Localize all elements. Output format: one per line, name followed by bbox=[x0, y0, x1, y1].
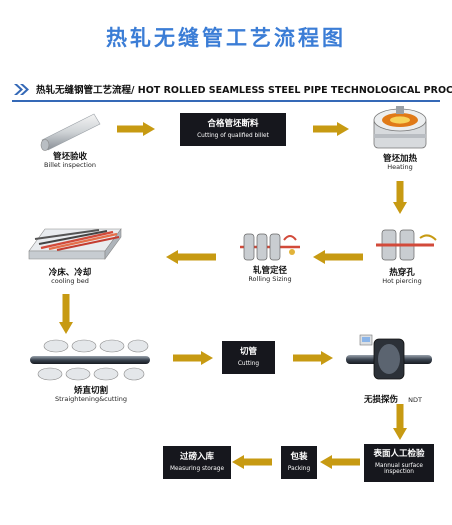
step-label-en: Cutting of qualified billet bbox=[197, 132, 269, 139]
page-title: 热轧无缝管工艺流程图 bbox=[106, 25, 346, 50]
arrow-left-icon bbox=[232, 455, 272, 469]
step-label-zh: 合格管坯断料 bbox=[207, 118, 259, 129]
subtitle: 热轧无缝钢管工艺流程/ HOT ROLLED SEAMLESS STEEL PI… bbox=[36, 85, 452, 96]
step-label-en: Hot piercing bbox=[382, 277, 422, 286]
step-label-en: Billet inspection bbox=[44, 161, 96, 170]
step-label-en: NDT bbox=[408, 396, 422, 404]
arrow-left-icon bbox=[320, 455, 360, 469]
step-manual-inspection: 表面人工检验 Mannual surface inspection bbox=[364, 444, 434, 482]
step-billet-inspection: 管坯验收 Billet inspection bbox=[30, 152, 110, 170]
step-label-en: Cutting bbox=[237, 360, 260, 367]
step-label-en: Rolling Sizing bbox=[248, 275, 292, 284]
arrow-down-icon bbox=[393, 181, 407, 214]
billet-image bbox=[40, 113, 101, 151]
step-label-en: Measuring storage bbox=[169, 465, 225, 472]
step-label-en: Packing bbox=[287, 465, 311, 472]
step-label-zh: 矫直切割 bbox=[73, 386, 108, 396]
step-label-zh: 表面人工检验 bbox=[373, 448, 425, 459]
step-storage: 过磅入库 Measuring storage bbox=[163, 446, 231, 479]
step-label-zh: 切管 bbox=[239, 346, 257, 357]
step-label-zh: 无损探伤 bbox=[364, 395, 399, 405]
heating-furnace-image bbox=[373, 106, 427, 149]
arrow-right-icon bbox=[173, 351, 213, 365]
arrow-right-icon bbox=[293, 351, 333, 365]
step-label-en: Mannual surface inspection bbox=[374, 462, 423, 476]
subtitle-rule bbox=[12, 82, 440, 102]
cooling-bed-image bbox=[28, 228, 122, 260]
arrow-right-icon bbox=[313, 122, 349, 136]
arrow-down-icon bbox=[59, 294, 73, 334]
step-rolling-sizing: 轧管定径 Rolling Sizing bbox=[230, 266, 310, 284]
step-packing: 包装 Packing bbox=[281, 446, 317, 479]
step-label-en: Straightening&cutting bbox=[54, 395, 127, 404]
step-cooling-bed: 冷床、冷却 cooling bed bbox=[30, 268, 110, 286]
step-cutting-billet: 合格管坯断料 Cutting of qualified billet bbox=[180, 113, 286, 146]
ndt-image bbox=[346, 334, 432, 380]
step-label-zh: 冷床、冷却 bbox=[48, 268, 92, 278]
step-ndt: 无损探伤 NDT bbox=[358, 387, 428, 406]
step-label-en: Heating bbox=[387, 163, 413, 172]
step-label-en: cooling bed bbox=[51, 277, 89, 286]
step-cutting: 切管 Cutting bbox=[222, 341, 275, 374]
rolling-sizing-image bbox=[240, 233, 300, 261]
piercing-image bbox=[376, 229, 437, 261]
step-label-zh: 包装 bbox=[290, 451, 308, 462]
step-straightening: 矫直切割 Straightening&cutting bbox=[46, 386, 136, 404]
arrow-right-icon bbox=[117, 122, 155, 136]
chevron-right-icon bbox=[14, 84, 29, 95]
step-label-zh: 热穿孔 bbox=[389, 268, 415, 278]
arrow-left-icon bbox=[166, 250, 216, 264]
step-label-zh: 管坯加热 bbox=[382, 154, 417, 164]
straightening-image bbox=[30, 339, 150, 381]
step-label-zh: 过磅入库 bbox=[179, 451, 214, 462]
step-label-zh: 轧管定径 bbox=[252, 266, 287, 276]
step-piercing: 热穿孔 Hot piercing bbox=[362, 268, 442, 286]
step-heating: 管坯加热 Heating bbox=[360, 154, 440, 172]
arrow-down-icon bbox=[393, 404, 407, 440]
step-label-zh: 管坯验收 bbox=[52, 152, 87, 162]
arrow-left-icon bbox=[313, 250, 363, 264]
